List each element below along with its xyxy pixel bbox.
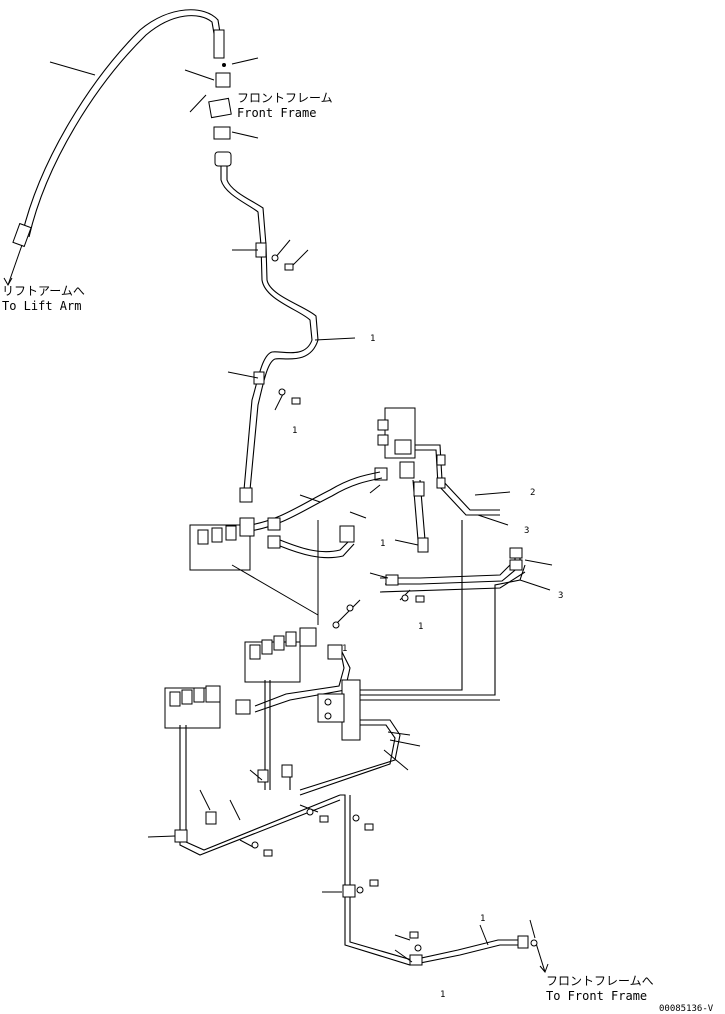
callout-number: 1: [440, 990, 446, 1000]
valve-block-lower-left: [164, 685, 251, 729]
callout-number: 1: [370, 334, 376, 344]
valve-block-middle-left: [189, 517, 355, 571]
pipe-assembly-right: [334, 547, 526, 626]
callout-number: 1: [292, 426, 298, 436]
callout-number: 1: [342, 644, 348, 654]
pipe-assembly-lower: [174, 680, 341, 856]
valve-block-upper-right: [249, 407, 500, 553]
to-front-frame-label-en: To Front Frame: [546, 989, 648, 1003]
valve-block-center: [244, 627, 351, 713]
callout-number: 1: [418, 622, 424, 632]
lift-arm-label-jp: リフトアームへ: [2, 284, 85, 298]
lift-arm-hose: [3, 9, 225, 287]
pipe-to-front-frame: [340, 794, 549, 973]
callout-number: 2: [530, 488, 536, 498]
callout-number: 3: [524, 526, 530, 536]
front-frame-fittings: [208, 63, 232, 167]
callout-number: 1: [480, 914, 486, 924]
callout-number: 1: [380, 539, 386, 549]
to-front-frame-label-jp: フロントフレームへ: [546, 974, 654, 988]
front-frame-label-jp: フロントフレーム: [237, 91, 333, 105]
main-pipe-upper: [220, 166, 319, 503]
callout-number: 3: [558, 591, 564, 601]
drawing-number: 00085136-V: [659, 1004, 714, 1014]
front-frame-label-en: Front Frame: [237, 106, 317, 120]
bolts-and-clamps: [251, 254, 538, 952]
lift-arm-label-en: To Lift Arm: [2, 299, 82, 313]
